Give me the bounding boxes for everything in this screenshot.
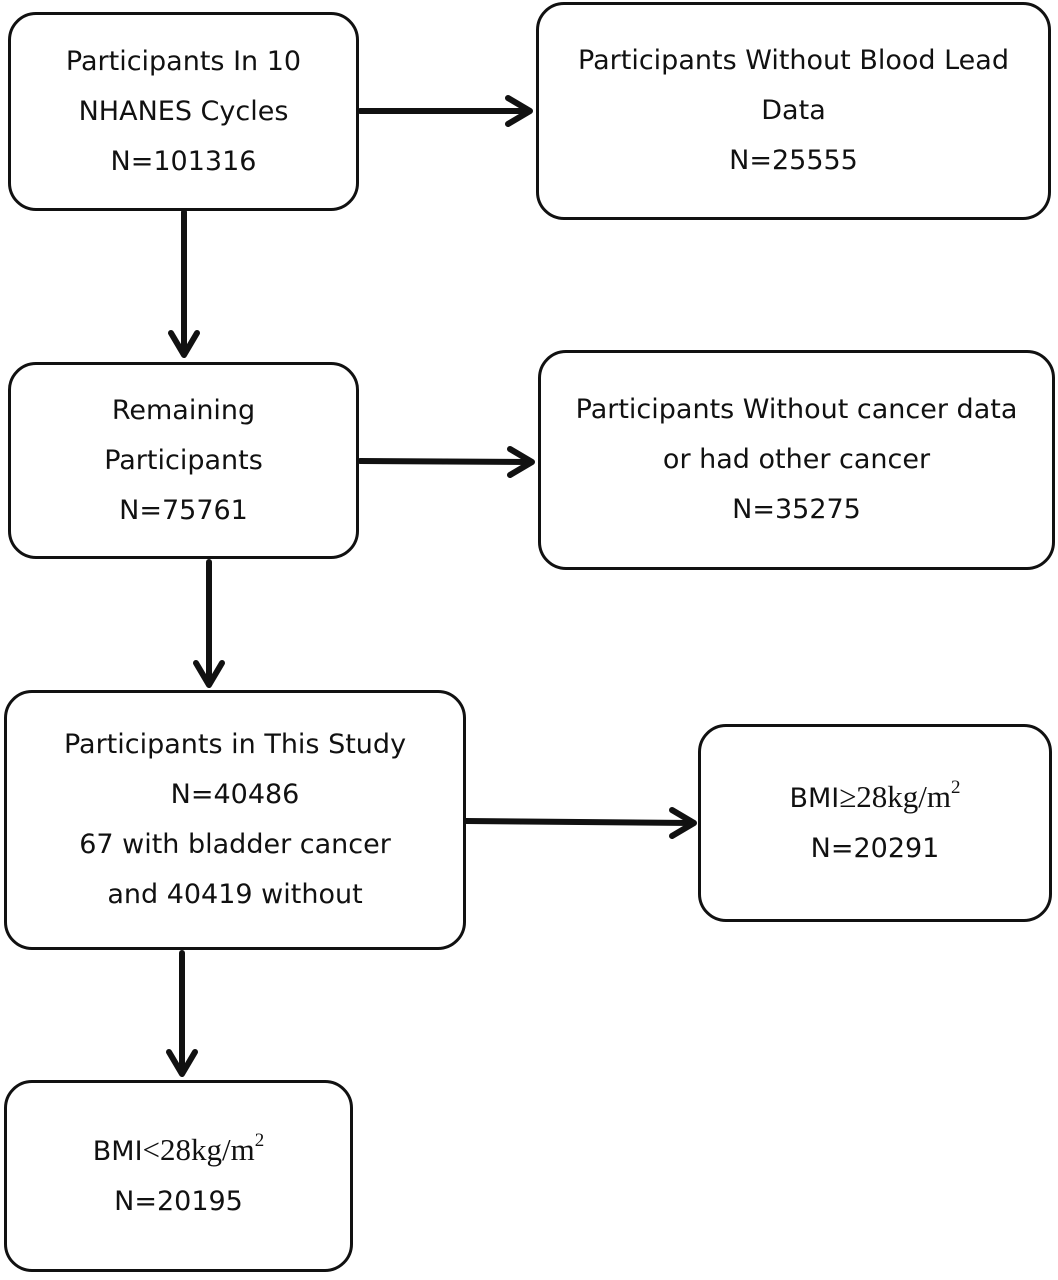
arrow-study-to-bmi-high	[463, 818, 695, 826]
bmi-low-node: BMI<28kg/m2 N=20195	[4, 1080, 353, 1272]
remaining-line-1: Remaining	[111, 394, 256, 426]
remaining-line-2: Participants	[104, 444, 263, 476]
study-line-4: and 40419 without	[107, 879, 363, 910]
bmi-high-value: 28kg/m	[856, 779, 952, 814]
excluded-lead-line-2: Data	[761, 95, 826, 126]
excluded-cancer-line-1: Participants Without cancer data	[575, 394, 1018, 425]
arrowhead-bmi-low	[166, 1049, 198, 1077]
arrowhead-excluded-cancer	[507, 446, 535, 478]
bmi-low-label: BMI<28kg/m2	[93, 1125, 265, 1177]
arrowhead-bmi-high	[669, 807, 697, 839]
bmi-low-value: 28kg/m	[160, 1132, 255, 1167]
arrowhead-excluded-lead	[505, 95, 533, 127]
study-node: Participants in This Study N=40486 67 wi…	[4, 690, 466, 950]
arrowhead-remaining	[168, 330, 200, 358]
bmi-high-node: BMI≥28kg/m2 N=20291	[698, 724, 1052, 922]
bmi-high-count: N=20291	[810, 833, 940, 864]
study-line-1: Participants in This Study	[63, 729, 407, 760]
start-line-2: NHANES Cycles	[78, 95, 289, 127]
study-line-3: 67 with bladder cancer	[79, 829, 391, 860]
excluded-lead-node: Participants Without Blood Lead Data N=2…	[536, 2, 1051, 220]
start-node: Participants In 10 NHANES Cycles N=10131…	[8, 12, 359, 211]
arrow-remaining-to-excluded-cancer	[357, 458, 533, 465]
study-count: N=40486	[170, 779, 300, 810]
excluded-cancer-line-2: or had other cancer	[662, 444, 931, 475]
bmi-high-prefix: BMI	[789, 783, 840, 814]
bmi-high-label: BMI≥28kg/m2	[789, 772, 960, 824]
excluded-cancer-count: N=35275	[732, 494, 861, 525]
bmi-high-symbol: ≥	[839, 779, 857, 814]
bmi-low-prefix: BMI	[92, 1136, 143, 1167]
bmi-low-symbol: <	[142, 1132, 161, 1167]
remaining-count: N=75761	[119, 494, 248, 526]
bmi-high-exponent: 2	[951, 777, 961, 798]
bmi-low-count: N=20195	[114, 1186, 243, 1217]
remaining-node: Remaining Participants N=75761	[8, 362, 359, 559]
start-line-1: Participants In 10	[65, 45, 302, 77]
bmi-low-exponent: 2	[254, 1130, 265, 1151]
start-count: N=101316	[110, 145, 257, 177]
excluded-lead-line-1: Participants Without Blood Lead	[578, 45, 1009, 76]
excluded-cancer-node: Participants Without cancer data or had …	[538, 350, 1055, 570]
arrowhead-study	[193, 660, 225, 688]
excluded-lead-count: N=25555	[729, 145, 858, 176]
